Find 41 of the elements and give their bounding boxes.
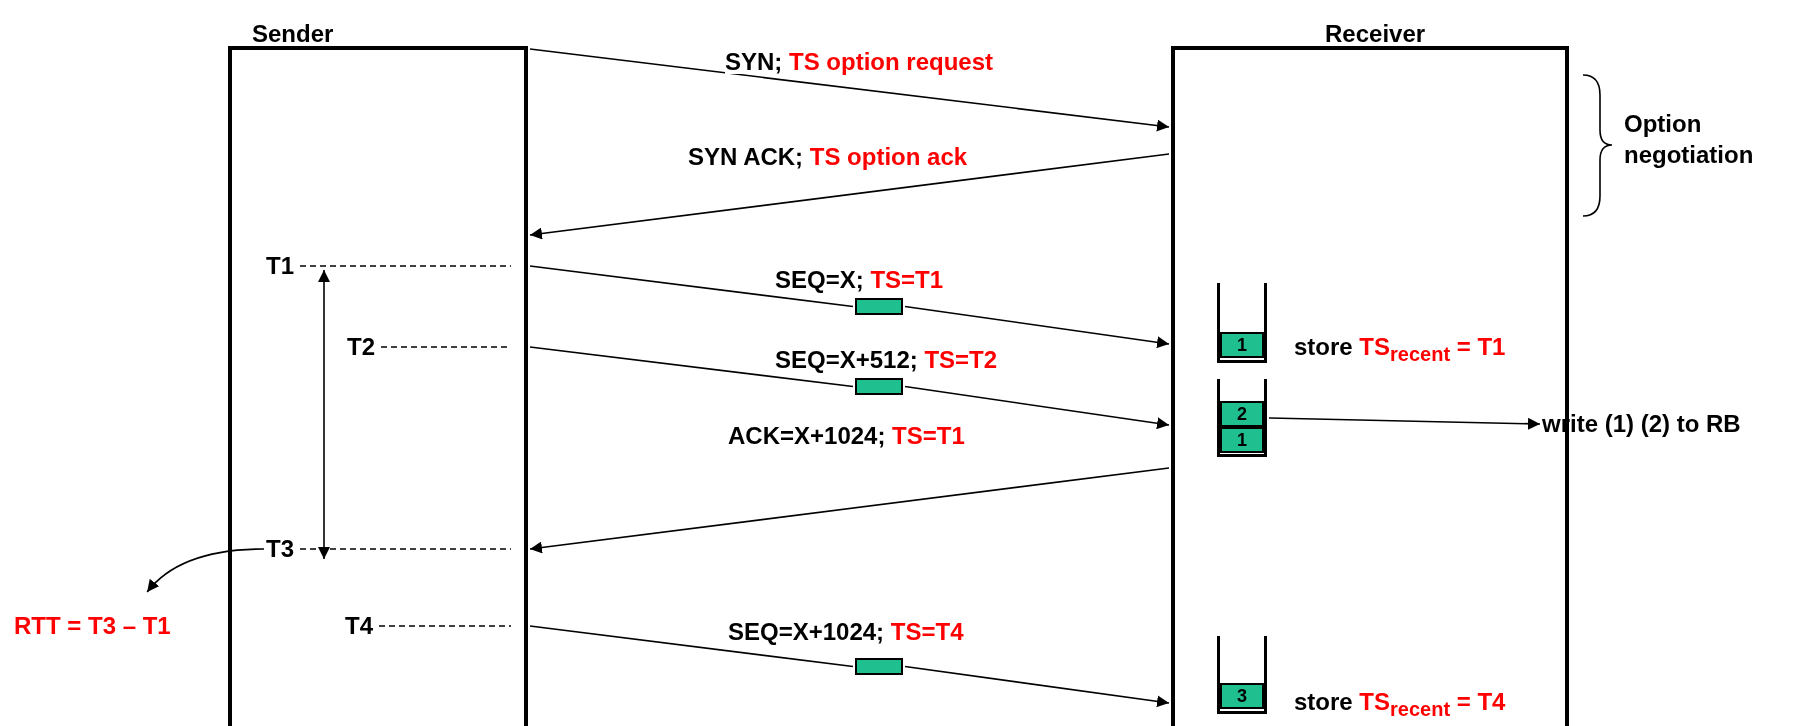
segment-cell: 1 <box>1220 332 1264 358</box>
annotation-label: Option negotiation <box>1624 109 1755 171</box>
arrow <box>529 153 1170 240</box>
packet-bar <box>855 378 903 395</box>
segment-cell: 3 <box>1220 683 1264 709</box>
edge-label: SYN; TS option request <box>725 50 993 74</box>
lifeline-heading: Sender <box>252 22 334 46</box>
packet-bar <box>855 298 903 315</box>
buffer-cup <box>1217 636 1267 714</box>
edge-label: ACK=X+1024; TS=T1 <box>728 424 965 448</box>
arrow <box>904 305 1170 349</box>
buffer-cup <box>1217 379 1267 457</box>
time-label: T3 <box>266 537 294 561</box>
time-label: T2 <box>347 335 375 359</box>
arrow <box>529 467 1170 554</box>
edge-label: SEQ=X; TS=T1 <box>775 268 944 292</box>
arrow <box>146 548 265 593</box>
double-arrow <box>318 269 330 560</box>
line <box>529 625 854 668</box>
formula-label: RTT = T3 – T1 <box>14 614 171 638</box>
segment-cell: 2 <box>1220 401 1264 427</box>
arrow <box>529 48 1170 132</box>
dashed-line <box>378 625 512 627</box>
dashed-line <box>299 265 512 267</box>
time-label: T1 <box>266 254 294 278</box>
edge-label: SEQ=X+512; TS=T2 <box>775 348 998 372</box>
line <box>529 346 854 388</box>
dashed-line <box>299 548 512 550</box>
line <box>529 265 854 308</box>
buffer-cup <box>1217 283 1267 363</box>
store-note: store TS$_{recent}$ = T1 <box>1294 335 1506 364</box>
edge-label: SEQ=X+1024; TS=T4 <box>728 620 964 644</box>
arrow <box>904 385 1170 430</box>
time-label: T4 <box>345 614 373 638</box>
arrow <box>1268 417 1541 430</box>
packet-bar <box>855 658 903 675</box>
arrow <box>904 665 1170 708</box>
lifeline-heading: Receiver <box>1325 22 1426 46</box>
edge-label: SYN ACK; TS option ack <box>688 145 968 169</box>
store-note: store TS$_{recent}$ = T4 <box>1294 690 1506 719</box>
segment-cell: 1 <box>1220 427 1264 453</box>
